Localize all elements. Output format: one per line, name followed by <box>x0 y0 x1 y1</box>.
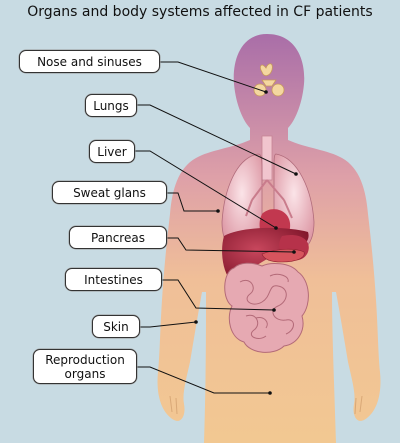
diagram-title: Organs and body systems affected in CF p… <box>27 4 373 20</box>
trachea <box>261 135 273 181</box>
label-lungs: Lungs <box>85 94 137 117</box>
label-liver: Liver <box>89 140 135 163</box>
label-nose-and-sinuses: Nose and sinuses <box>19 50 160 73</box>
label-pancreas: Pancreas <box>69 226 167 249</box>
label-reproduction-line2: organs <box>64 366 106 381</box>
bronchi <box>245 179 293 219</box>
intestines-organ <box>224 262 309 353</box>
label-intestines: Intestines <box>65 268 162 291</box>
label-reproduction-organs: Reproduction organs <box>33 349 137 384</box>
leader-lines <box>135 61 297 394</box>
hand-lines <box>169 395 363 415</box>
label-reproduction-line1: Reproduction <box>45 352 125 367</box>
label-sweat-glands: Sweat glans <box>52 181 167 204</box>
label-skin: Skin <box>92 315 140 338</box>
leader-dots <box>194 90 298 395</box>
